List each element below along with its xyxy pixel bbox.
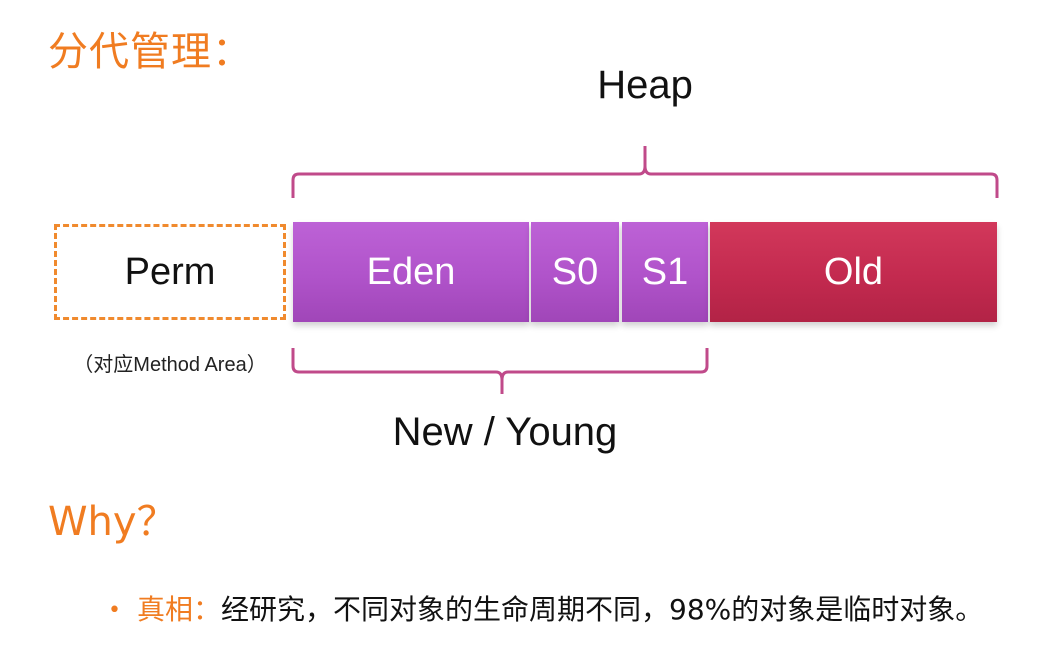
why-heading: Why？: [48, 499, 177, 545]
young-bracket: [291, 348, 709, 394]
eden-segment: Eden: [293, 222, 529, 322]
s0-segment: S0: [531, 222, 619, 322]
bullet-marker: •: [108, 598, 121, 623]
heap-bracket: [291, 146, 999, 198]
perm-label: Perm: [124, 250, 216, 293]
heap-label: Heap: [597, 63, 693, 107]
section-title: 分代管理：: [48, 29, 253, 75]
old-segment: Old: [710, 222, 997, 322]
bullet-key: 真相：: [136, 593, 221, 626]
bullet-text: 经研究，不同对象的生命周期不同，98%的对象是临时对象。: [221, 593, 984, 626]
bullet-item: • 真相：经研究，不同对象的生命周期不同，98%的对象是临时对象。: [108, 586, 983, 635]
perm-note: （对应Method Area）: [73, 354, 267, 376]
s1-segment: S1: [622, 222, 708, 322]
perm-box: Perm: [54, 224, 286, 320]
young-label: New / Young: [392, 410, 618, 454]
